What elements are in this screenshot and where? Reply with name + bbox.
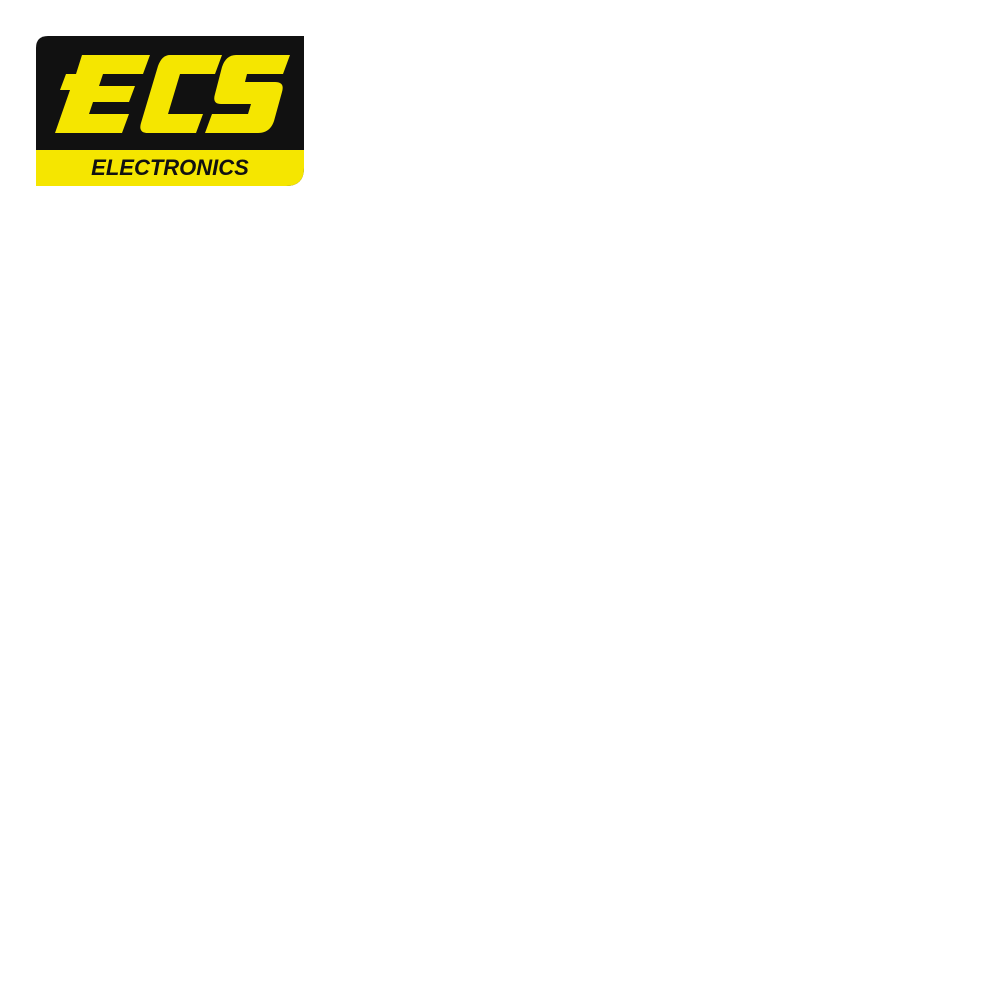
logo-subtitle: ELECTRONICS	[91, 155, 249, 180]
logo-yellow-band	[36, 150, 304, 186]
logo-letters	[55, 55, 290, 133]
ecs-logo: ELECTRONICS	[36, 36, 304, 186]
